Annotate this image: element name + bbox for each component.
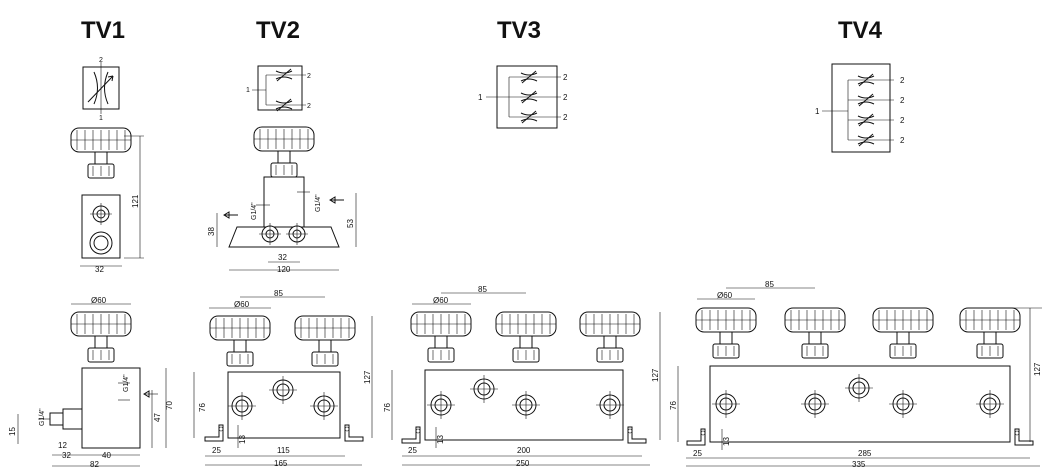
tv2-schematic-symbol: 1 2 2	[246, 65, 311, 112]
tv4-d285-dim: 285	[858, 449, 872, 458]
tv1-d40-dim: 40	[102, 451, 111, 460]
tv2-d38-dim: 38	[207, 227, 216, 236]
tv4-port-2d-label: 2	[900, 136, 905, 145]
tv2-port-1-label: 1	[246, 87, 250, 94]
tv2-d127-dim: 127	[363, 370, 372, 384]
tv1-d12-dim: 12	[58, 441, 67, 450]
tv2-d32-dim: 32	[278, 253, 287, 262]
tv2-d13-dim: 13	[238, 435, 247, 444]
tv3-pitch-dim: 85	[478, 285, 487, 294]
tv4-d25-dim: 25	[693, 449, 702, 458]
tv1-d32-dim: 32	[62, 451, 71, 460]
tv3-port-2b-label: 2	[563, 93, 568, 102]
tv1-d82-dim: 82	[90, 460, 99, 468]
tv1-diameter-dim: Ø60	[91, 296, 107, 305]
tv1-port-2-label: 2	[99, 57, 103, 64]
tv2-port-2b-label: 2	[307, 103, 311, 110]
tv2-d120-dim: 120	[277, 265, 291, 274]
tv3-d200-dim: 200	[517, 446, 531, 455]
tv3-port-2a-label: 2	[563, 73, 568, 82]
tv2-thread-left-label: G1/4"	[251, 202, 258, 220]
tv4-port-2b-label: 2	[900, 96, 905, 105]
tv2-d25-dim: 25	[212, 446, 221, 455]
tv4-title: TV4	[838, 17, 883, 44]
tv2-front-view: G1/4" G1/4" 38 53 32 120	[207, 126, 357, 274]
tv4-port-1-label: 1	[815, 107, 820, 116]
tv2-title: TV2	[256, 17, 300, 44]
tv4-pitch-dim: 85	[765, 280, 774, 289]
tv3-port-1-label: 1	[478, 93, 483, 102]
tv2-thread-right-label: G1/4"	[315, 194, 322, 212]
tv3-schematic-symbol: 1 2 2 2	[478, 65, 568, 129]
tv1-port-1-label: 1	[99, 115, 103, 122]
tv2-port-2a-label: 2	[307, 73, 311, 80]
tv2-pitch-dim: 85	[274, 289, 283, 298]
tv3-d76-dim: 76	[383, 403, 392, 412]
tv4-d76-dim: 76	[669, 401, 678, 410]
tv3-title: TV3	[497, 17, 541, 44]
tv1-title: TV1	[81, 17, 125, 44]
tv1-side-view: Ø60 G1/4" G1/4" 70 47 15 12 32 40 82	[8, 296, 174, 468]
tv1-d47-dim: 47	[153, 413, 162, 422]
tv1-height-dim: 121	[131, 194, 140, 208]
tv4-port-2a-label: 2	[900, 76, 905, 85]
tv3-d127-dim: 127	[651, 368, 660, 382]
tv1-thread-side-label: G1/4"	[39, 408, 46, 426]
tv3-side-view: Ø60 85 76 127 13 25 200 250	[383, 285, 661, 468]
tv2-d165-dim: 165	[274, 459, 288, 468]
tv2-d115-dim: 115	[277, 446, 290, 455]
tv1-schematic-symbol: 2 1	[82, 57, 120, 122]
tv1-front-view: 121 32	[70, 127, 144, 274]
tv4-side-view: Ø60 85 76 127 13 25 285 335	[669, 280, 1042, 468]
tv2-side-view: Ø60 85 76 127 13 25 115 165	[193, 289, 373, 468]
tv3-d250-dim: 250	[516, 459, 530, 468]
tv4-d335-dim: 335	[852, 460, 866, 468]
tv3-diameter-dim: Ø60	[433, 296, 449, 305]
tv1-d70-dim: 70	[165, 401, 174, 410]
tv1-d15-dim: 15	[8, 427, 17, 436]
tv2-d76-dim: 76	[198, 403, 207, 412]
tv4-d13-dim: 13	[722, 437, 731, 446]
tv3-port-2c-label: 2	[563, 113, 568, 122]
tv3-d25-dim: 25	[408, 446, 417, 455]
tv2-d53-dim: 53	[346, 219, 355, 228]
tv2-diameter-dim: Ø60	[234, 300, 250, 309]
tv3-d13-dim: 13	[436, 435, 445, 444]
tv4-diameter-dim: Ø60	[717, 291, 733, 300]
tv4-port-2c-label: 2	[900, 116, 905, 125]
tv1-thread-label: G1/4"	[123, 374, 130, 392]
tv1-width-dim: 32	[95, 265, 104, 274]
tv4-schematic-symbol: 1 2 2 2 2	[815, 63, 905, 153]
tv4-d127-dim: 127	[1033, 362, 1042, 376]
